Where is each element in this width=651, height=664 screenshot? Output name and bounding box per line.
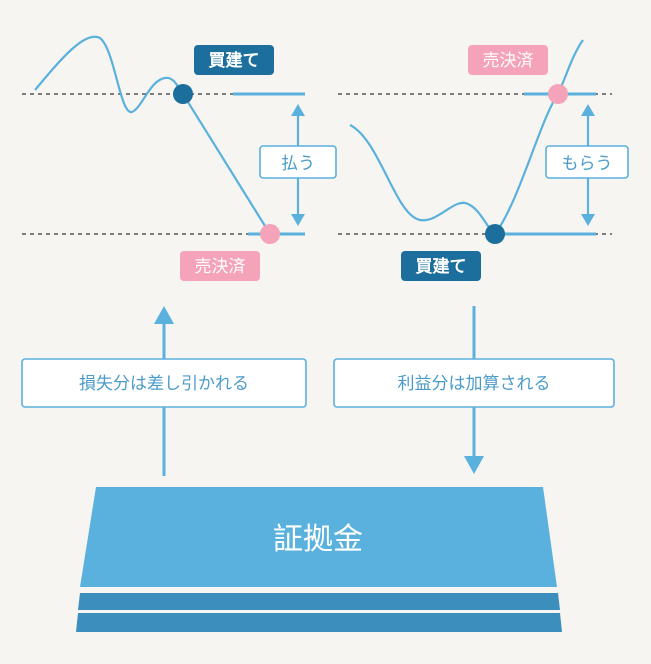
left-sell-tag: 売決済 [195, 257, 246, 277]
right-receive-box [545, 145, 629, 179]
right-price-curve [349, 39, 584, 236]
base-layer-middle [78, 593, 560, 610]
left-sell-dot [260, 224, 280, 244]
right-sell-tag: 売決済 [483, 51, 534, 71]
left-pay-label: 払う [281, 154, 315, 174]
right-sell-dot [548, 84, 568, 104]
left-sell-tag-box [180, 251, 260, 281]
right-buy-tag-box [401, 251, 481, 281]
base-label: 証拠金 [273, 522, 363, 557]
right-receive-arrow-head-up [581, 104, 595, 116]
right-buy-tag: 買建て [416, 256, 467, 277]
loss-box [21, 358, 307, 408]
left-pay-arrow-head-up [291, 104, 305, 116]
profit-box [333, 358, 615, 408]
left-up-arrow-head [154, 306, 174, 324]
left-pay-arrow-head-down [291, 214, 305, 226]
left-pay-box [259, 145, 337, 179]
loss-box-label: 損失分は差し引かれる [79, 374, 249, 394]
right-buy-dot [485, 224, 505, 244]
left-buy-dot [173, 84, 193, 104]
base-layer-bottom [76, 613, 562, 632]
margin-base: 証拠金 [76, 487, 562, 632]
left-buy-tag-box [194, 45, 274, 75]
right-sell-tag-box [468, 45, 548, 75]
left-buy-tag: 買建て [209, 50, 260, 71]
profit-box-label: 利益分は加算される [398, 374, 551, 394]
right-receive-label: もらう [562, 154, 613, 174]
base-top [80, 487, 557, 587]
right-panel: 売決済 買建て もらう 利益分は加算される [333, 39, 629, 474]
right-receive-arrow-head-down [581, 214, 595, 226]
left-price-curve [34, 35, 271, 235]
left-panel: 買建て 売決済 払う 損失分は差し引かれる [21, 35, 337, 476]
right-down-arrow-head [464, 456, 484, 474]
